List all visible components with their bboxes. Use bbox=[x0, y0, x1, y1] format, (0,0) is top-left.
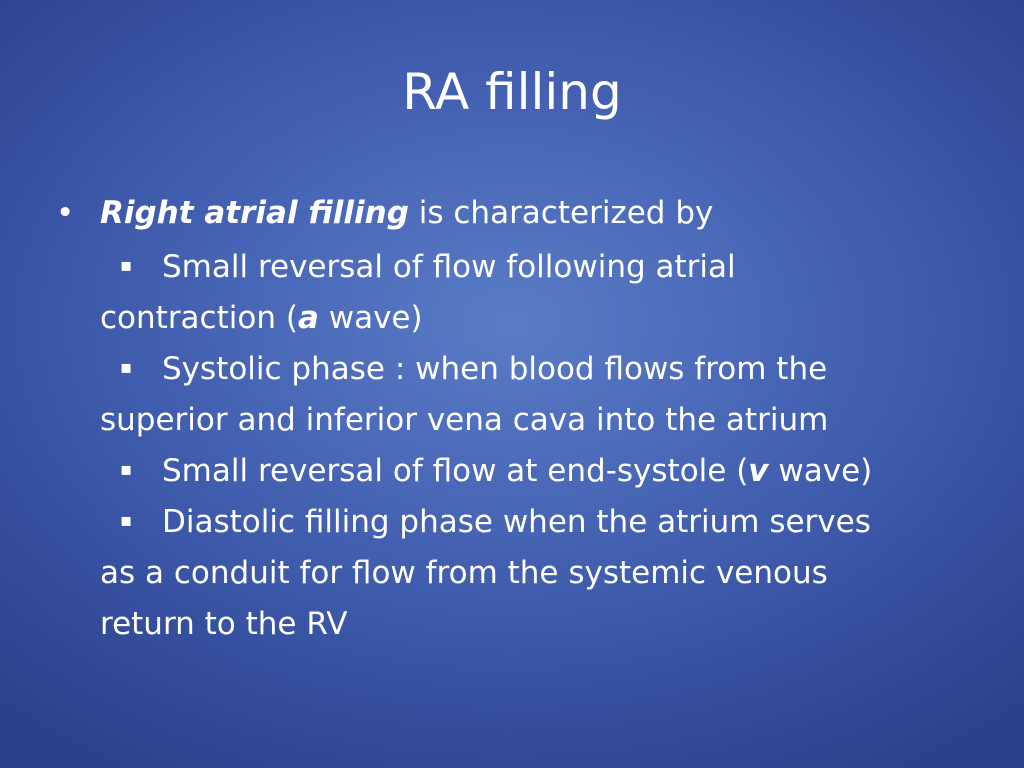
sub-item-systolic: ▪ Systolic phase : when blood flows from … bbox=[100, 344, 976, 446]
bullet-item: • Right atrial filling is characterized b… bbox=[56, 188, 976, 238]
bullet-marker: • bbox=[56, 195, 75, 231]
sub-marker: ▪ bbox=[120, 510, 133, 531]
sub-item-text: Small reversal of flow at end-systole ( bbox=[162, 453, 749, 489]
sub-list: ▪ Small reversal of flow following atrial… bbox=[56, 242, 976, 650]
sub-item-text: return to the RV bbox=[100, 606, 348, 642]
sub-item-v-wave: ▪ Small reversal of flow at end-systole (… bbox=[100, 446, 976, 497]
sub-item-diastolic: ▪ Diastolic filling phase when the atrium… bbox=[100, 497, 976, 650]
bullet-emphasis: Right atrial filling bbox=[100, 195, 409, 231]
sub-item-text: wave) bbox=[318, 300, 423, 336]
sub-item-text: Diastolic filling phase when the atrium … bbox=[162, 504, 871, 540]
sub-item-a-wave: ▪ Small reversal of flow following atrial… bbox=[100, 242, 976, 344]
sub-item-text: wave) bbox=[768, 453, 873, 489]
sub-marker: ▪ bbox=[120, 357, 133, 378]
sub-item-text: contraction ( bbox=[100, 300, 298, 336]
slide-title: RA filling bbox=[402, 63, 622, 121]
sub-item-text: superior and inferior vena cava into the… bbox=[100, 402, 829, 438]
slide-content: • Right atrial filling is characterized b… bbox=[56, 188, 976, 650]
bullet-text: is characterized by bbox=[408, 195, 714, 231]
sub-marker: ▪ bbox=[120, 255, 133, 276]
sub-item-text: Small reversal of flow following atrial bbox=[162, 249, 736, 285]
sub-item-text: Systolic phase : when blood flows from t… bbox=[162, 351, 828, 387]
sub-marker: ▪ bbox=[120, 459, 133, 480]
sub-item-text: as a conduit for flow from the systemic … bbox=[100, 555, 828, 591]
sub-item-italic: v bbox=[748, 453, 769, 489]
sub-item-italic: a bbox=[297, 300, 319, 336]
